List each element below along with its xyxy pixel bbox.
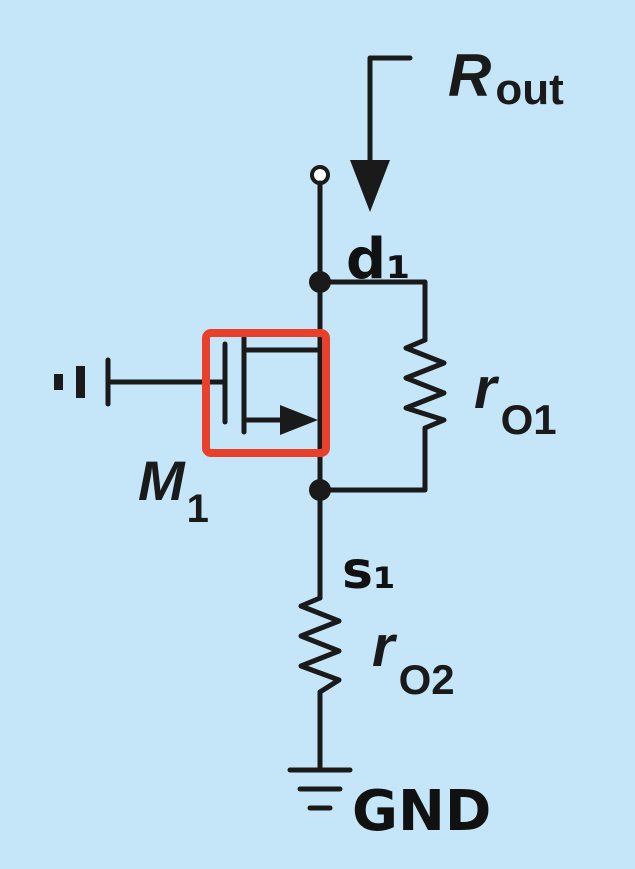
ground-label: GND: [352, 779, 491, 844]
gate-bias-icon: [54, 366, 85, 398]
ro1-label: rO1: [474, 356, 557, 443]
drain-node-label: d₁: [346, 227, 411, 292]
resistor-ro1: [403, 337, 447, 431]
drain-node-dot: [309, 271, 331, 293]
source-node-dot: [309, 479, 331, 501]
source-node-label: s₁: [342, 541, 396, 601]
transistor-highlight-box: [202, 329, 330, 457]
ro2-label: rO2: [372, 614, 455, 703]
rout-label: Rout: [448, 42, 564, 114]
transistor-m1: [105, 333, 323, 455]
ground-icon: [287, 767, 353, 811]
rout-arrow: [350, 55, 413, 212]
ro1-branch-wires: [317, 279, 428, 493]
m1-label: M1: [138, 449, 209, 531]
resistor-ro2: [298, 595, 342, 695]
